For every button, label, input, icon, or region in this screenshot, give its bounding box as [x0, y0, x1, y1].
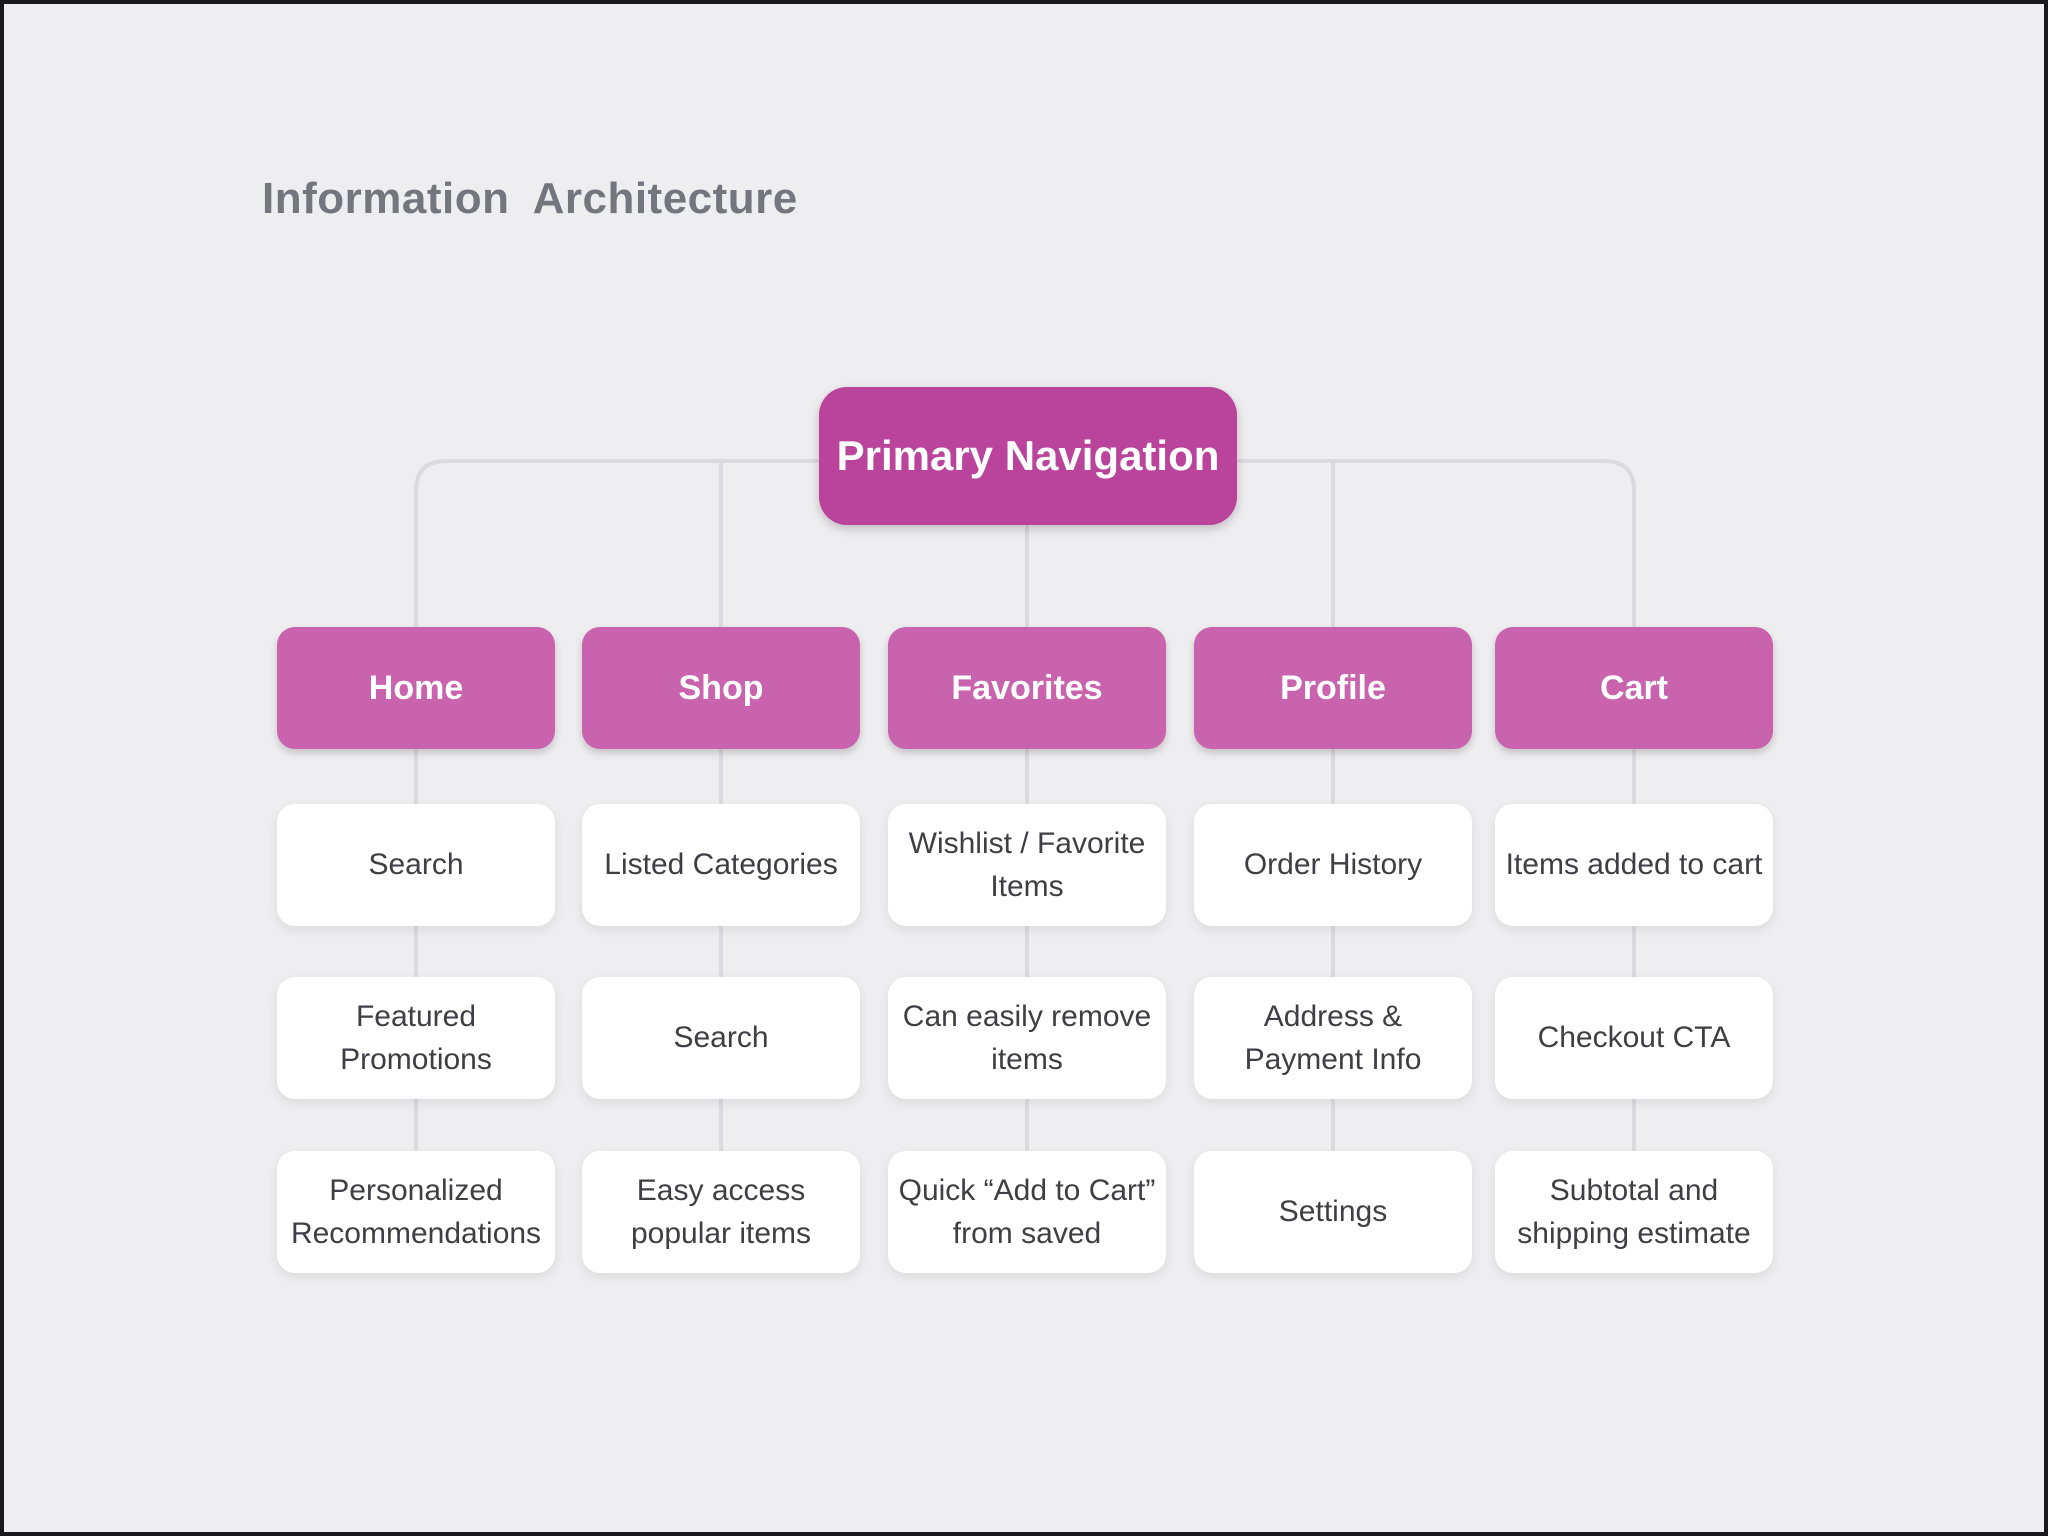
- node-cart: Cart: [1495, 627, 1773, 749]
- card-profile-order-history: Order History: [1194, 804, 1472, 926]
- card-profile-settings: Settings: [1194, 1151, 1472, 1273]
- card-cart-subtotal-shipping: Subtotal and shipping estimate: [1495, 1151, 1773, 1273]
- card-favorites-wishlist: Wishlist / Favorite Items: [888, 804, 1166, 926]
- card-shop-easy-access-popular-items: Easy access popular items: [582, 1151, 860, 1273]
- card-favorites-quick-add-to-cart: Quick “Add to Cart” from saved: [888, 1151, 1166, 1273]
- card-favorites-remove-items: Can easily remove items: [888, 977, 1166, 1099]
- node-home: Home: [277, 627, 555, 749]
- card-cart-checkout-cta: Checkout CTA: [1495, 977, 1773, 1099]
- card-shop-search: Search: [582, 977, 860, 1099]
- connector-lines: [414, 459, 1636, 1214]
- node-primary-navigation: Primary Navigation: [819, 387, 1237, 525]
- node-favorites: Favorites: [888, 627, 1166, 749]
- page-title: Information Architecture: [262, 174, 798, 223]
- node-profile: Profile: [1194, 627, 1472, 749]
- card-profile-address-payment-info: Address & Payment Info: [1194, 977, 1472, 1099]
- card-home-personalized-recommendations: Personalized Recommendations: [277, 1151, 555, 1273]
- node-shop: Shop: [582, 627, 860, 749]
- card-shop-listed-categories: Listed Categories: [582, 804, 860, 926]
- card-cart-items-added: Items added to cart: [1495, 804, 1773, 926]
- card-home-featured-promotions: Featured Promotions: [277, 977, 555, 1099]
- card-home-search: Search: [277, 804, 555, 926]
